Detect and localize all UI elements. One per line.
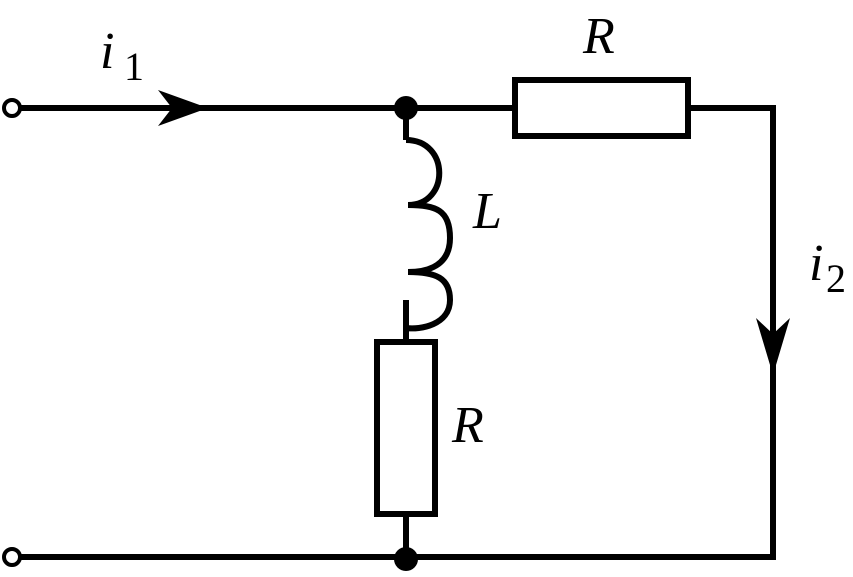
label-i2-subscript: 2 [826, 256, 846, 301]
label-i2: i [809, 235, 823, 292]
input-terminal-top [2, 98, 22, 118]
inductor-coil [405, 137, 454, 332]
label-inductor: L [472, 183, 502, 240]
junction-dot-bottom [394, 547, 418, 571]
label-i1-subscript: 1 [124, 44, 144, 89]
resistor-top [512, 77, 691, 139]
junction-dot-top [394, 96, 418, 120]
input-terminal-bottom [2, 547, 22, 567]
current-arrow-i2 [756, 318, 790, 375]
current-arrow-i1 [158, 90, 208, 126]
label-i1: i [100, 23, 114, 80]
label-resistor-bottom: R [451, 397, 484, 454]
resistor-bottom [374, 339, 438, 517]
label-resistor-top: R [582, 8, 615, 65]
